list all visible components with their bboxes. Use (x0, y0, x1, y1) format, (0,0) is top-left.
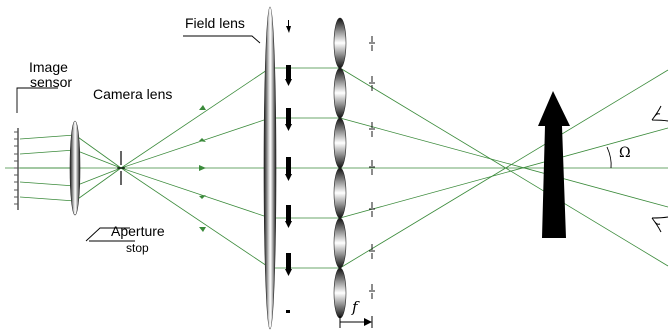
field-lens (263, 6, 277, 330)
angle-arc (606, 146, 612, 169)
eye-icon (651, 105, 669, 122)
parallel-rays (270, 67, 340, 269)
sensor-label: sensor (30, 74, 73, 90)
object-arrow (538, 91, 570, 238)
image-sensor (14, 128, 19, 210)
object-rays (339, 67, 669, 269)
camera-lens-label: Camera lens (93, 86, 173, 102)
focal-length-label: f (352, 298, 358, 316)
aperture-stop (117, 151, 125, 185)
aperture-rays (120, 67, 271, 269)
field-lens-label: Field lens (185, 15, 245, 31)
stop-label: stop (126, 241, 149, 255)
omega-angle-label: Ω (619, 145, 631, 161)
aperture-label: Aperture (111, 223, 165, 239)
label-leaders (16, 35, 261, 242)
camera-lens (69, 120, 81, 216)
intermediate-image-arrows (285, 20, 292, 313)
eye-icon (651, 216, 669, 233)
lenslet-aperture-marks (369, 36, 375, 299)
lenslet-array (333, 17, 347, 319)
sensor-rays (19, 134, 122, 202)
focal-length-dimension (339, 316, 373, 328)
ray-arrows (199, 105, 206, 232)
image-label: Image (29, 59, 68, 75)
